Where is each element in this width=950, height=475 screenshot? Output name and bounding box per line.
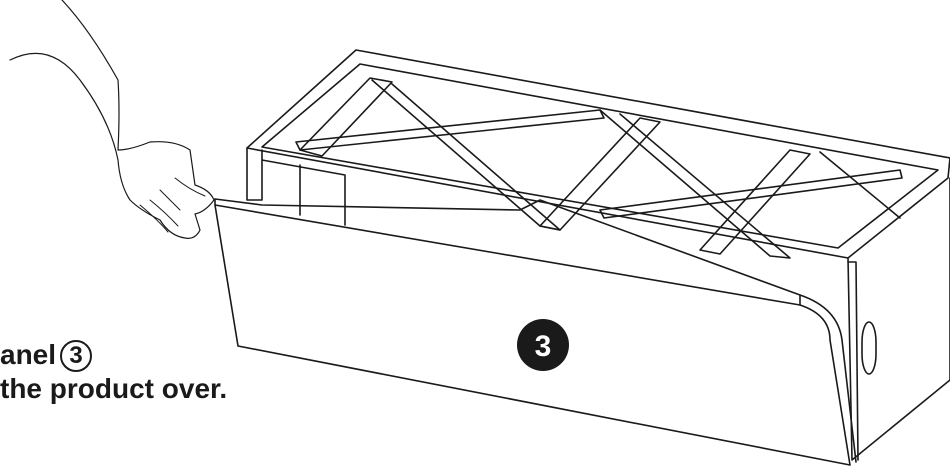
instruction-line-1-text: anel <box>0 339 57 370</box>
panel-number-badge: 3 <box>517 319 569 371</box>
frame-top-inner <box>261 63 939 249</box>
hand-fingers <box>139 177 206 233</box>
frame-left-side <box>246 147 263 201</box>
frame-left-rail <box>261 159 346 226</box>
cross-brace-right <box>699 149 901 255</box>
frame-right-edge <box>847 261 859 461</box>
front-panel-top-edge <box>214 198 857 463</box>
handle-slot <box>861 321 877 375</box>
frame-top-outline <box>246 49 950 259</box>
frame-right-side <box>847 177 950 461</box>
instruction-line-2: the product over. <box>0 373 228 404</box>
front-panel-bevel <box>214 198 801 306</box>
panel-number-badge-label: 3 <box>535 330 552 363</box>
cross-brace-middle <box>539 109 791 259</box>
hand <box>9 0 215 239</box>
panel-ref-circle: 3 <box>60 340 93 372</box>
cross-rail <box>295 109 903 219</box>
